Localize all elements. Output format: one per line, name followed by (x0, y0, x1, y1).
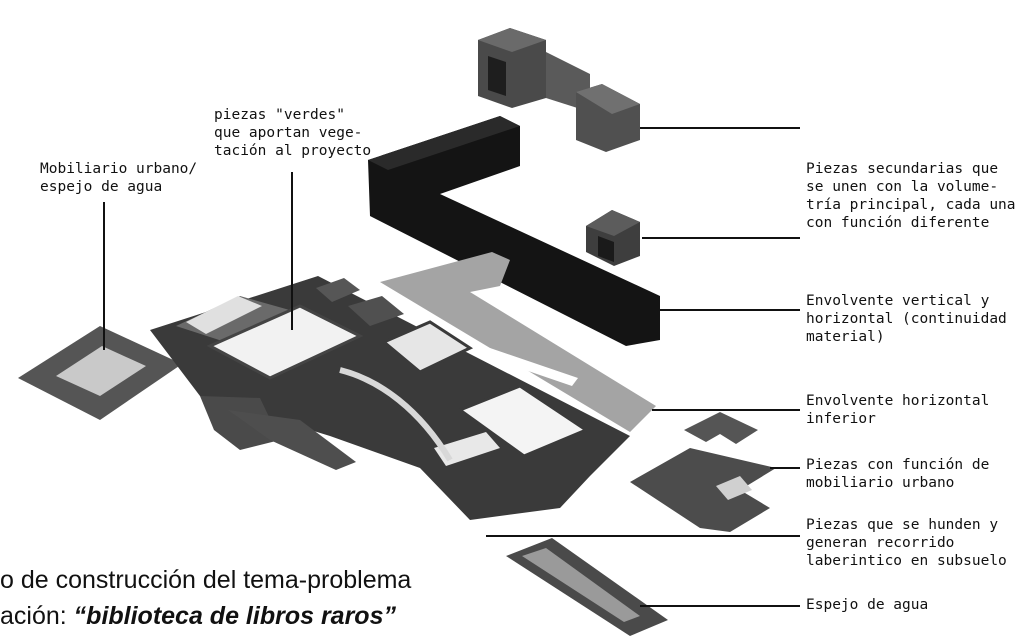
bottom-water-mirror (506, 538, 668, 636)
label-piezas-secundarias: Piezas secundarias que se unen con la vo… (806, 161, 1016, 231)
label-piezas-mobiliario: Piezas con función de mobiliario urbano (806, 457, 990, 491)
label-mobiliario-espejo: Mobiliario urbano/ espejo de agua (40, 161, 198, 195)
label-envolvente-horizontal: Envolvente horizontal inferior (806, 393, 990, 427)
caption-emphasis: “biblioteca de libros raros” (73, 602, 396, 630)
caption-line-1: o de construcción del tema-problema (0, 566, 412, 594)
secondary-piece-small (586, 210, 640, 266)
leader-lines (103, 127, 800, 607)
caption-line-2: ación: “biblioteca de libros raros” (0, 602, 396, 631)
label-espejo-agua: Espejo de agua (806, 597, 929, 613)
water-mirror-frame (18, 326, 182, 420)
grey-slab (380, 252, 656, 432)
label-piezas-hunden: Piezas que se hunden y generan recorrido… (806, 517, 1007, 569)
secondary-piece-top (478, 28, 640, 152)
urban-furniture-pieces (630, 412, 776, 532)
black-envelope (368, 116, 660, 346)
base-platform (150, 276, 630, 520)
label-envolvente-vertical: Envolvente vertical y horizontal (contin… (806, 293, 1007, 345)
label-piezas-verdes: piezas "verdes" que aportan vege- tación… (214, 107, 372, 159)
caption-line-2-prefix: ación: (0, 602, 74, 630)
